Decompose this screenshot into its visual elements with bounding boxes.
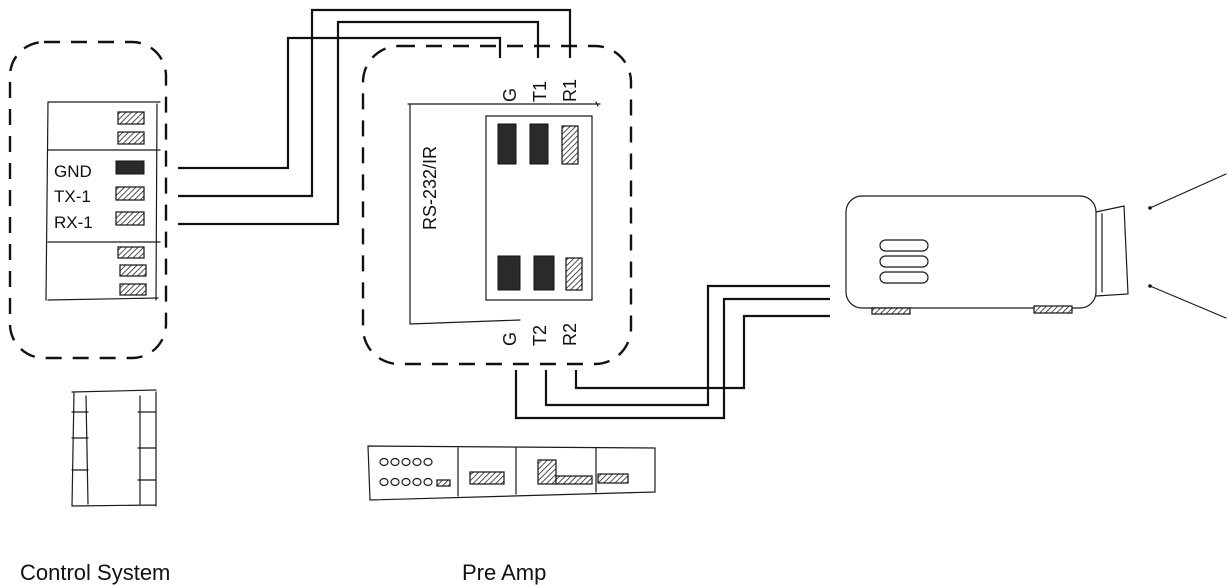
terminal-block-icon (115, 160, 145, 175)
projector-icon (845, 173, 1227, 319)
wire-gnd-to-g (178, 36, 502, 170)
terminal-block-icon (117, 111, 145, 125)
control-system-boundary (8, 40, 168, 360)
port-label-gnd: GND (54, 162, 92, 181)
terminal-block-icon (497, 123, 517, 165)
wire-rx1-to-t1 (178, 20, 540, 226)
control-system-terminals (115, 111, 147, 296)
pre-amp-port-t1: T1 (530, 81, 550, 102)
control-system-panel (45, 101, 161, 301)
pre-amp-boundary (361, 44, 633, 366)
terminal-block-icon (119, 264, 147, 277)
terminal-block-icon (561, 125, 579, 165)
terminal-block-icon (533, 255, 555, 291)
wire-t2-to-projector (544, 284, 830, 407)
control-system-rack-sketch (71, 389, 157, 507)
wiring (178, 8, 830, 420)
wire-tx1-to-r1 (178, 8, 572, 198)
pre-amp-port-g-bottom: G (500, 332, 520, 346)
terminal-block-icon (497, 255, 521, 291)
rs232-module (407, 101, 601, 325)
rs232-module-label: RS-232/IR (420, 146, 440, 230)
wire-r2-to-projector (574, 314, 830, 390)
rack-front-panel-icon (367, 445, 656, 501)
pre-amp-port-g-top: G (500, 88, 520, 102)
port-label-rx1: RX-1 (54, 213, 93, 232)
port-label-tx1: TX-1 (54, 187, 91, 206)
pre-amp-port-r1: R1 (560, 79, 580, 102)
control-system-title: Control System (20, 560, 170, 585)
terminal-block-icon (529, 123, 549, 165)
pre-amp-port-t2: T2 (530, 325, 550, 346)
pre-amp-title: Pre Amp (462, 560, 546, 585)
pre-amp: RS-232/IR G T1 R1 G T2 R2 (361, 44, 656, 585)
pre-amp-port-r2: R2 (560, 323, 580, 346)
control-system: GND TX-1 RX-1 Control System (8, 40, 170, 585)
wire-g-to-projector (514, 297, 830, 420)
terminal-block-icon (565, 257, 583, 291)
terminal-block-icon (117, 131, 145, 145)
terminal-block-icon (115, 186, 145, 201)
terminal-block-icon (117, 246, 145, 259)
terminal-block-icon (119, 283, 147, 296)
terminal-block-icon (115, 211, 145, 226)
